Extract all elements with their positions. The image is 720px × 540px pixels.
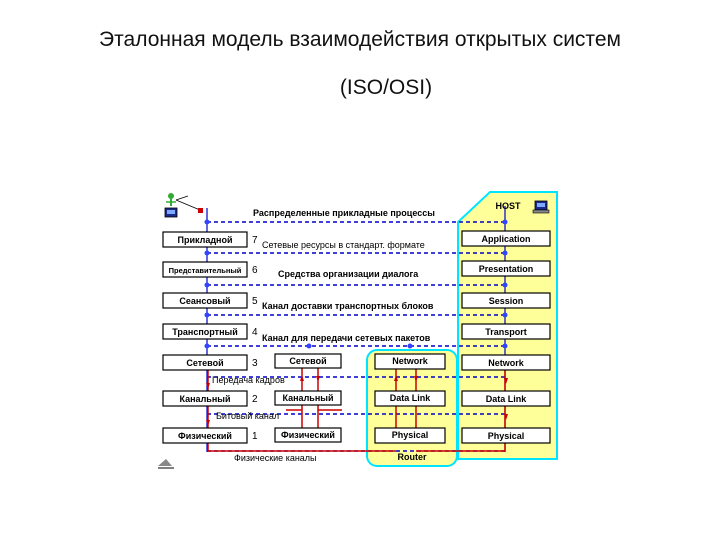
text-frames: Передача кадров bbox=[212, 375, 285, 385]
num-2: 2 bbox=[252, 394, 258, 405]
num-7: 7 bbox=[252, 235, 258, 246]
router-layer-2: Data Link bbox=[390, 393, 432, 403]
right-layer-5: Session bbox=[489, 296, 524, 306]
text-physical-channels: Физические каналы bbox=[234, 453, 317, 463]
host-label: HOST bbox=[495, 201, 521, 211]
num-1: 1 bbox=[252, 431, 258, 442]
mid-layer-2: Канальный bbox=[283, 393, 334, 403]
left-layer-1: Физический bbox=[178, 431, 232, 441]
right-layer-6: Presentation bbox=[479, 264, 534, 274]
left-stack: Прикладной Представительный Сеансовый Тр… bbox=[162, 231, 248, 444]
router-layer-1: Physical bbox=[392, 430, 429, 440]
ground-icon bbox=[158, 459, 174, 469]
text-distributed: Распределенные прикладные процессы bbox=[253, 208, 435, 218]
right-layer-4: Transport bbox=[485, 327, 527, 337]
right-layer-3: Network bbox=[488, 358, 525, 368]
left-layer-3: Сетевой bbox=[186, 358, 223, 368]
arrowheads bbox=[206, 375, 510, 444]
mid-layer-3: Сетевой bbox=[289, 356, 326, 366]
annotations: Распределенные прикладные процессы Сетев… bbox=[212, 208, 435, 463]
text-dialog: Средства организации диалога bbox=[278, 269, 419, 279]
left-layer-2: Канальный bbox=[180, 394, 231, 404]
right-layer-2: Data Link bbox=[486, 394, 528, 404]
num-3: 3 bbox=[252, 358, 258, 369]
left-layer-6: Представительный bbox=[169, 266, 242, 275]
mid-stack: Сетевой Канальный Физический bbox=[274, 353, 342, 443]
left-layer-5: Сеансовый bbox=[179, 296, 230, 306]
endpoints bbox=[204, 219, 508, 349]
user-terminal-icon bbox=[164, 193, 203, 218]
router-stack: Network Data Link Physical Router bbox=[374, 353, 446, 462]
right-layer-1: Physical bbox=[488, 431, 525, 441]
text-packet-channel: Канал для передачи сетевых пакетов bbox=[262, 333, 431, 343]
computer-icon bbox=[532, 200, 550, 214]
left-layer-7: Прикладной bbox=[177, 235, 232, 245]
mid-layer-1: Физический bbox=[281, 430, 335, 440]
layer-numbers: 7 6 5 4 3 2 1 bbox=[252, 235, 258, 442]
slide-subtitle: (ISO/OSI) bbox=[339, 76, 433, 99]
left-layer-4: Транспортный bbox=[172, 327, 237, 337]
text-bit-channel: Битовый канал bbox=[216, 411, 279, 421]
slide-title: Эталонная модель взаимодействия открытых… bbox=[99, 28, 621, 51]
num-5: 5 bbox=[252, 296, 258, 307]
num-6: 6 bbox=[252, 265, 258, 276]
router-label: Router bbox=[398, 452, 427, 462]
text-transport-channel: Канал доставки транспортных блоков bbox=[262, 301, 434, 311]
right-stack: Application Presentation Session Transpo… bbox=[461, 201, 551, 444]
right-layer-7: Application bbox=[482, 234, 531, 244]
text-resources: Сетевые ресурсы в стандарт. формате bbox=[262, 240, 425, 250]
num-4: 4 bbox=[252, 327, 258, 338]
router-layer-3: Network bbox=[392, 356, 429, 366]
